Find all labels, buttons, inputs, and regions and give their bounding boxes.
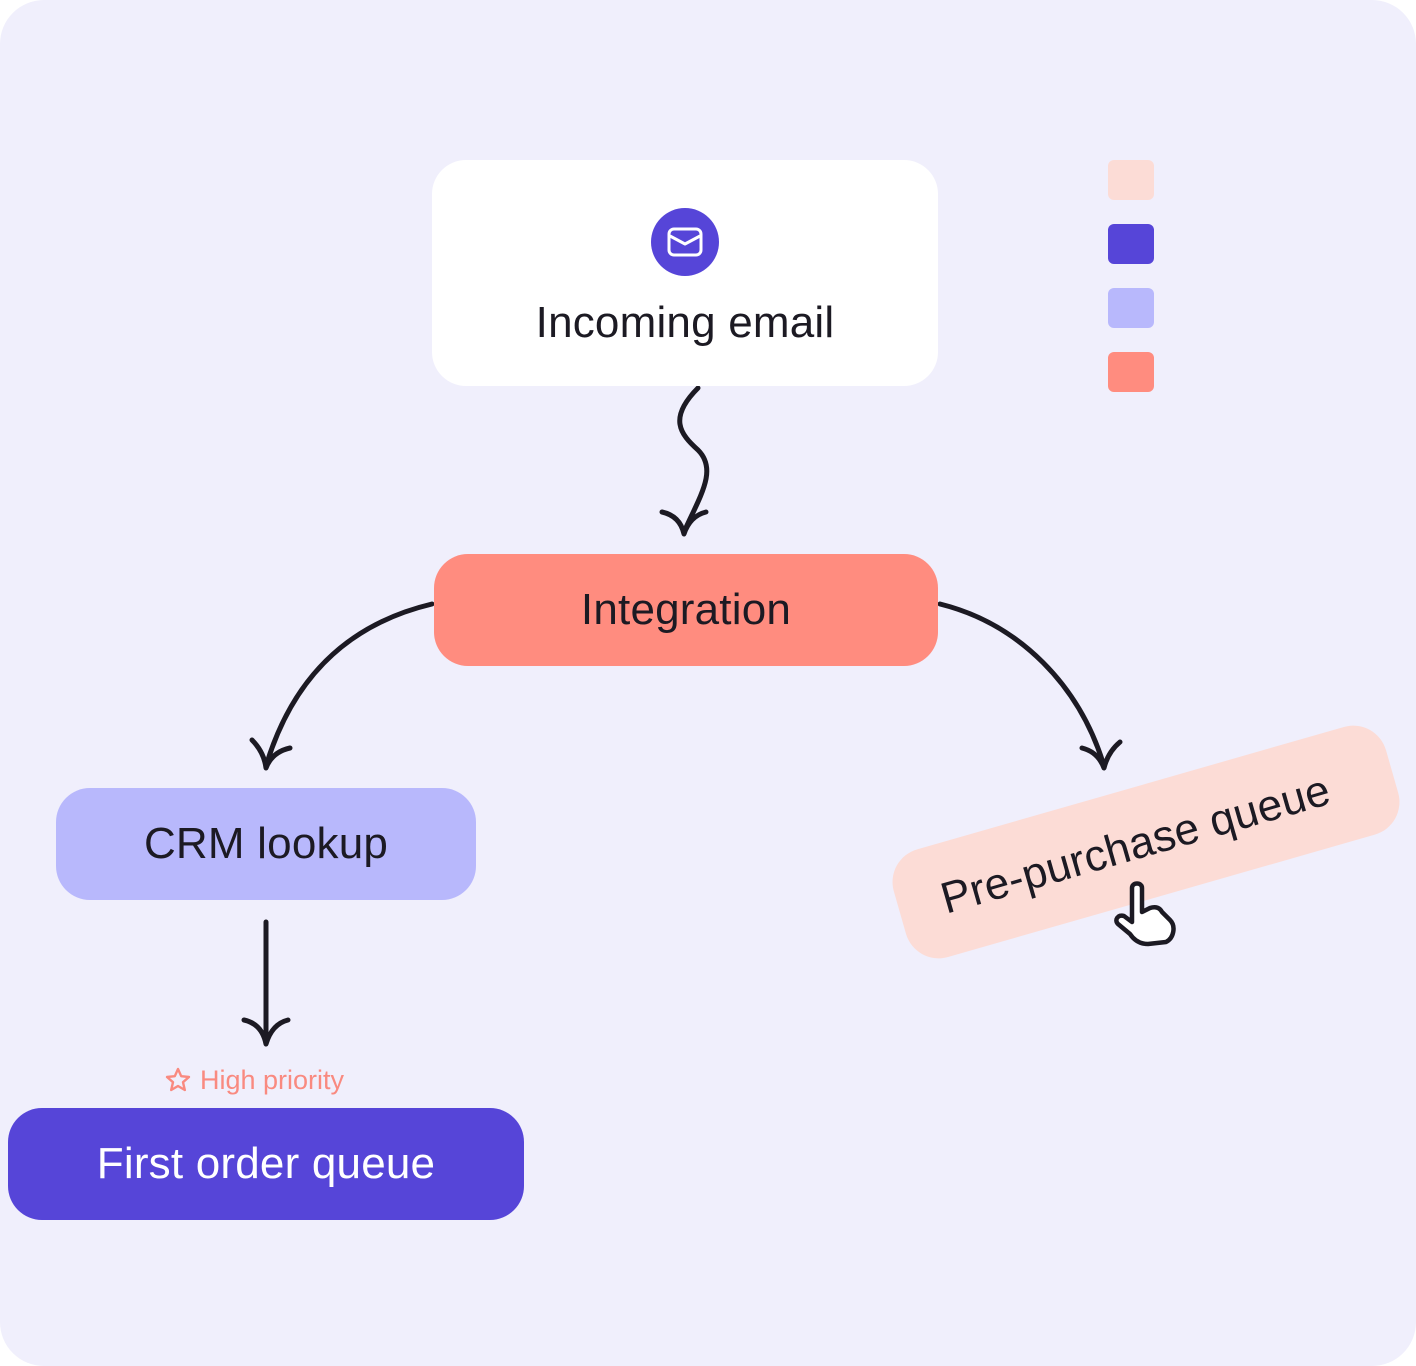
arrowhead-crm-to-first-order	[241, 1017, 291, 1047]
hand-pointer-icon	[1114, 881, 1176, 947]
legend-swatch	[1108, 160, 1154, 200]
arrowhead-email-to-integration	[659, 509, 709, 537]
mail-icon	[651, 208, 719, 276]
node-first-order-queue[interactable]: First order queue	[8, 1108, 524, 1220]
node-crm-lookup-label: CRM lookup	[143, 819, 389, 868]
legend-swatch	[1108, 288, 1154, 328]
arrowhead-integration-to-crm	[249, 737, 293, 771]
legend-swatch	[1108, 352, 1154, 392]
node-first-order-queue-label: First order queue	[96, 1139, 436, 1188]
edge-integration-to-prepurchase	[937, 601, 1107, 769]
node-incoming-email[interactable]: Incoming email	[432, 160, 938, 386]
node-crm-lookup[interactable]: CRM lookup	[56, 788, 476, 900]
node-integration-label: Integration	[580, 585, 792, 634]
node-integration[interactable]: Integration	[434, 554, 938, 666]
node-incoming-email-label: Incoming email	[535, 298, 835, 347]
legend-swatch	[1108, 224, 1154, 264]
arrowhead-integration-to-prepurchase	[1079, 739, 1123, 771]
edge-email-to-integration	[677, 385, 710, 535]
star-icon	[165, 1067, 191, 1092]
priority-tag: High priority	[164, 1062, 344, 1098]
color-legend	[1108, 160, 1154, 416]
priority-label: High priority	[200, 1064, 345, 1095]
edge-integration-to-crm	[263, 601, 435, 769]
